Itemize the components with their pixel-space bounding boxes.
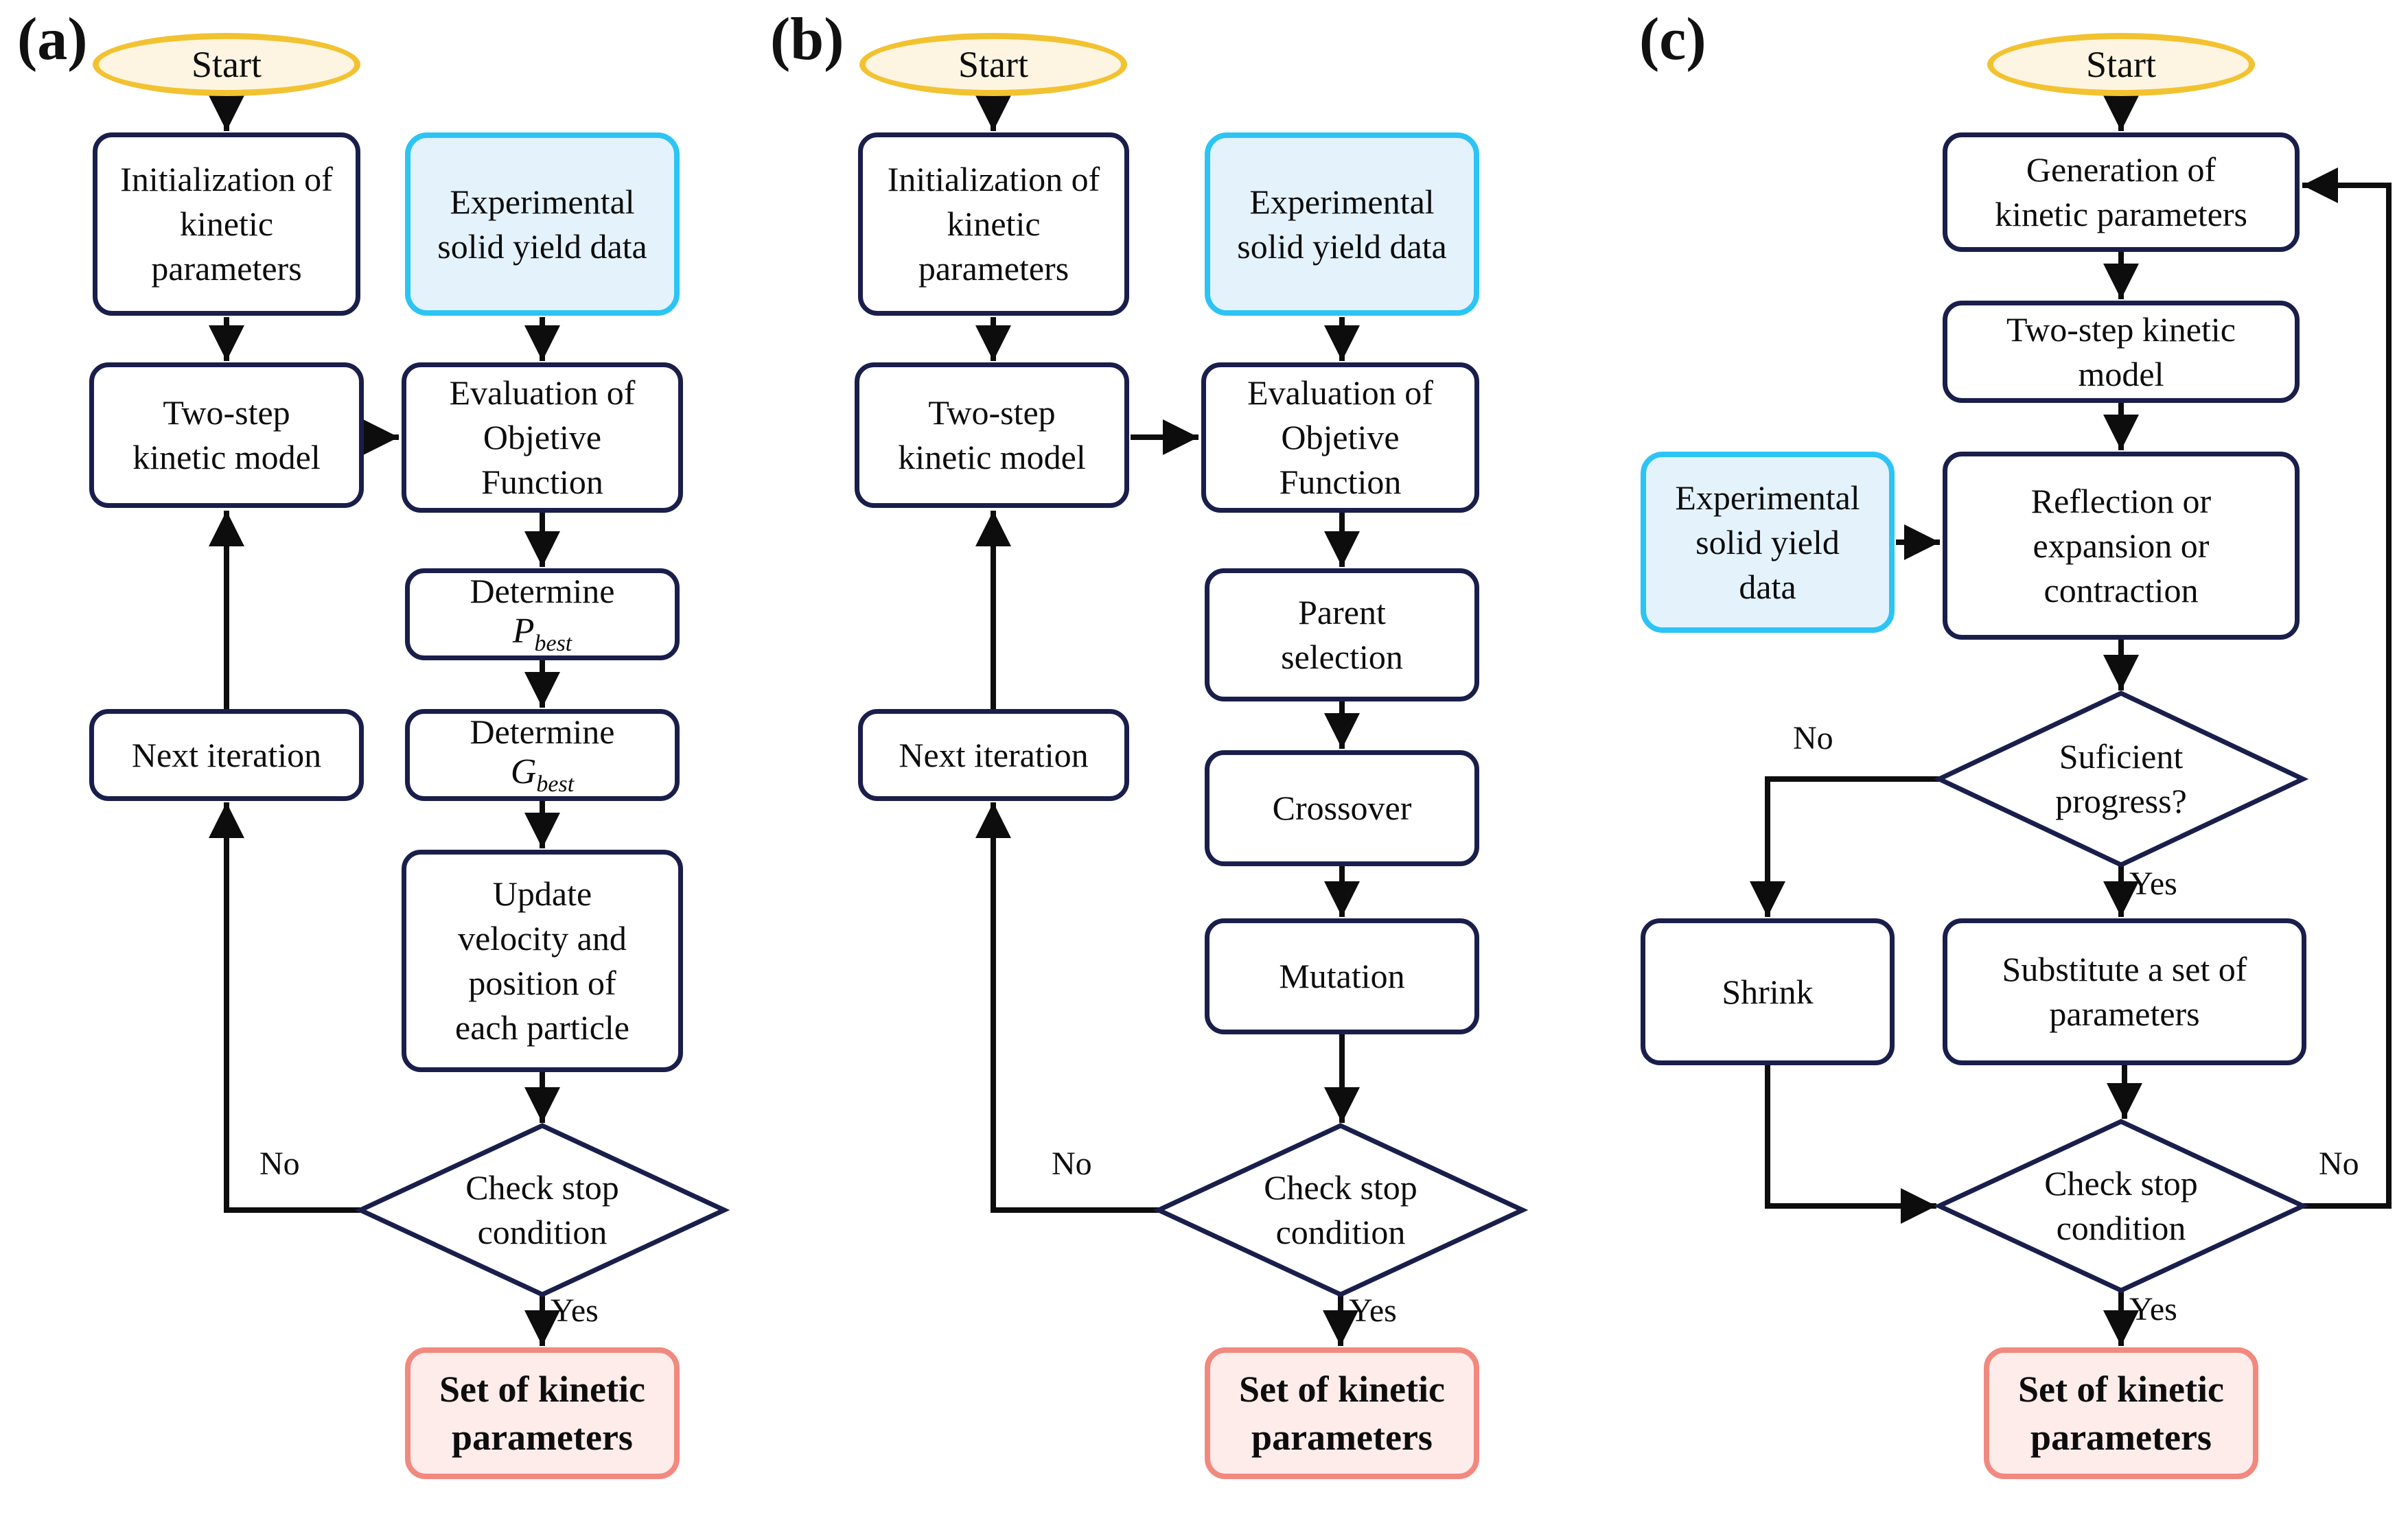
c-set-parameters-label: Set of kinetic parameters [2018,1368,2224,1458]
b-experimental-label: Experimental solid yield data [1237,182,1447,266]
a-next-iteration-label: Next iteration [131,735,322,774]
a-update-box: Update velocity and position of each par… [402,850,683,1072]
c-edge-shrink-check [1765,1065,1936,1224]
a-check-stop-diamond [354,1123,730,1297]
a-gbest-subscript: best [536,771,575,797]
a-evaluation-box: Evaluation of Objetive Function [402,362,683,513]
b-no-label: No [1052,1146,1092,1182]
b-check-stop-diamond [1153,1123,1529,1297]
b-crossover-box: Crossover [1205,750,1479,866]
c-two-step-label: Two-step kinetic model [2006,310,2236,393]
b-init-box: Initialization of kinetic parameters [858,132,1129,316]
a-start-terminal: Start [93,33,360,96]
c-generation-label: Generation of kinetic parameters [1995,150,2247,233]
a-determine-pbest-box: Determine Pbest [405,568,680,660]
c-check-stop-diamond [1933,1119,2309,1293]
c-start-terminal: Start [1987,33,2255,96]
b-edge-no [975,802,1159,1213]
b-parent-selection-box: Parent selection [1205,568,1479,701]
c-edge-check-no-feedback [2302,167,2392,1209]
b-evaluation-box: Evaluation of Objetive Function [1201,362,1479,513]
a-update-label: Update velocity and position of each par… [455,874,629,1047]
c-edge-progress-no [1750,776,1939,917]
a-start-label: Start [192,43,262,85]
b-set-parameters-label: Set of kinetic parameters [1239,1368,1445,1458]
a-pbest-symbol: Pbest [512,611,572,656]
c-stop-no-label: No [2319,1146,2359,1182]
c-reflection-label: Reflection or expansion or contraction [2030,481,2212,609]
b-next-iteration-label: Next iteration [899,735,1089,774]
b-next-iteration-box: Next iteration [858,709,1129,801]
a-next-iteration-box: Next iteration [89,709,364,801]
c-reflection-box: Reflection or expansion or contraction [1943,452,2300,640]
b-start-label: Start [958,43,1028,85]
b-two-step-box: Two-step kinetic model [855,362,1129,508]
panel-a-label: (a) [17,6,88,73]
a-two-step-label: Two-step kinetic model [132,393,321,476]
c-progress-yes-label: Yes [2129,866,2177,902]
c-shrink-label: Shrink [1722,972,1814,1011]
c-substitute-box: Substitute a set of parameters [1943,918,2306,1065]
a-experimental-data-box: Experimental solid yield data [405,132,680,316]
b-mutation-label: Mutation [1279,957,1405,995]
panel-c-label: (c) [1639,6,1706,73]
a-two-step-box: Two-step kinetic model [89,362,364,508]
a-gbest-symbol: Gbest [511,754,574,796]
a-edge-no [209,802,360,1213]
a-set-parameters-label: Set of kinetic parameters [439,1368,645,1458]
a-yes-label: Yes [551,1292,599,1329]
b-experimental-data-box: Experimental solid yield data [1205,132,1479,316]
b-two-step-label: Two-step kinetic model [898,393,1086,476]
c-start-label: Start [2086,43,2156,85]
c-two-step-box: Two-step kinetic model [1943,301,2300,403]
a-set-parameters-box: Set of kinetic parameters [405,1347,680,1479]
b-set-parameters-box: Set of kinetic parameters [1205,1347,1479,1479]
c-progress-diamond [1933,690,2309,868]
a-no-label: No [259,1146,300,1182]
b-mutation-box: Mutation [1205,918,1479,1034]
b-crossover-label: Crossover [1272,789,1412,827]
a-pbest-subscript: best [534,630,572,656]
a-init-label: Initialization of kinetic parameters [120,160,333,288]
c-substitute-label: Substitute a set of parameters [2002,950,2247,1033]
a-evaluation-label: Evaluation of Objetive Function [449,373,636,501]
c-set-parameters-box: Set of kinetic parameters [1984,1347,2258,1479]
c-experimental-data-box: Experimental solid yield data [1641,452,1895,633]
panel-b-label: (b) [770,6,844,73]
c-experimental-label: Experimental solid yield data [1675,478,1860,606]
b-start-terminal: Start [859,33,1127,96]
c-progress-no-label: No [1793,720,1833,756]
a-gbest-g: G [510,752,537,791]
b-yes-label: Yes [1349,1292,1397,1329]
a-determine-gbest-prefix: Determine [470,712,615,752]
b-evaluation-label: Evaluation of Objetive Function [1247,373,1433,501]
c-generation-box: Generation of kinetic parameters [1943,132,2300,252]
a-determine-gbest-box: Determine Gbest [405,709,680,801]
a-experimental-label: Experimental solid yield data [437,182,647,266]
a-pbest-p: P [512,611,535,651]
a-init-box: Initialization of kinetic parameters [93,132,360,316]
c-shrink-box: Shrink [1641,918,1895,1065]
b-init-label: Initialization of kinetic parameters [887,160,1100,288]
b-parent-selection-label: Parent selection [1281,593,1403,676]
a-determine-pbest-prefix: Determine [470,572,615,611]
c-stop-yes-label: Yes [2129,1291,2177,1327]
